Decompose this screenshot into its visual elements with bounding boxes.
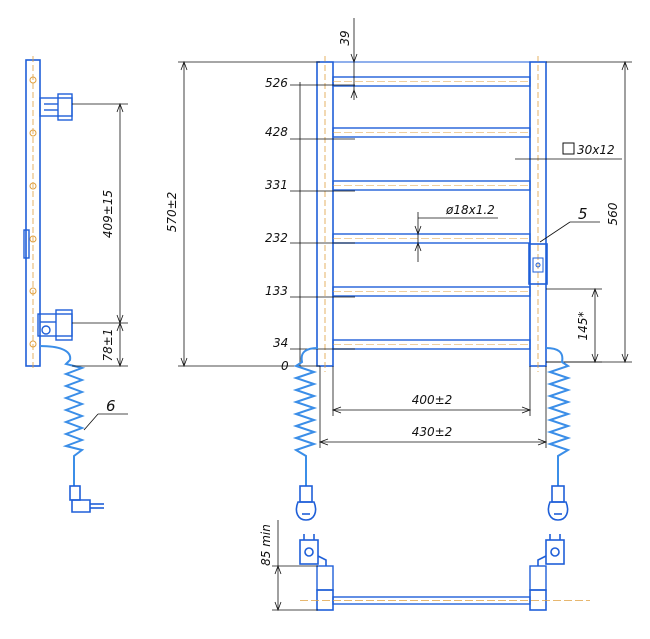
bottom-right-riser (529, 565, 547, 591)
level-label-232: 232 (265, 231, 288, 245)
side-view: 409±15 78±1 6 (23, 56, 128, 513)
overall-height-label: 570±2 (165, 192, 179, 233)
bottom-left-riser (316, 565, 334, 591)
side-thermostat-clip (23, 229, 30, 259)
cable-callout-leader (83, 413, 99, 431)
thermostat-height-dimension (546, 287, 602, 364)
overall-height-dimension (178, 60, 320, 368)
level-label-133: 133 (265, 284, 288, 298)
bottom-right-plug (537, 534, 565, 566)
level-label-428: 428 (265, 125, 288, 139)
bar-level-lines (290, 82, 355, 367)
bar-level-labels: 526 428 331 232 133 34 0 (265, 76, 289, 373)
side-cable-spiral (39, 345, 86, 486)
bar-diameter-label: ø18x1.2 (445, 203, 495, 217)
cable-callout-number: 6 (106, 397, 116, 415)
upper-wall-bracket (39, 93, 73, 121)
plug-height-label: 85 min (259, 524, 273, 566)
bottom-right-collector-end (529, 589, 547, 611)
right-cable-spiral (545, 347, 572, 486)
inner-width-label: 400±2 (412, 393, 453, 407)
side-bottom-mount-label: 78±1 (101, 329, 115, 362)
right-plug (547, 485, 569, 521)
bottom-left-collector-end (316, 589, 334, 611)
lower-wall-bracket (37, 309, 73, 341)
width-dimensions (318, 366, 548, 448)
thermostat-callout-number: 5 (578, 205, 588, 223)
thermostat-height-label: 145* (576, 312, 590, 341)
plug-height-dimension (272, 520, 318, 612)
side-dimension-lines (72, 102, 128, 368)
bar-axes (333, 81, 530, 345)
level-label-34: 34 (273, 336, 288, 350)
top-gap-label: 39 (338, 30, 352, 45)
outer-width-label: 430±2 (412, 425, 453, 439)
side-bar-ends (29, 76, 37, 348)
level-label-526: 526 (265, 76, 288, 90)
side-mount-spacing-label: 409±15 (101, 190, 115, 238)
thermostat-knob (535, 262, 541, 268)
front-view: 526 428 331 232 133 34 0 39 570±2 (165, 18, 632, 521)
pipe-section-label: 30x12 (577, 143, 615, 157)
thermostat-window (532, 257, 544, 273)
bottom-left-plug (299, 534, 327, 566)
cross-bars (332, 76, 531, 350)
bar-diameter-dimension (414, 212, 498, 262)
bottom-view: 85 min (259, 520, 590, 612)
left-cable-spiral (292, 347, 319, 486)
level-label-331: 331 (265, 178, 288, 192)
side-plug (69, 485, 104, 513)
thermostat-callout-leader (539, 221, 571, 243)
top-gap-dimension (350, 18, 358, 100)
collector-height-label: 560 (606, 202, 620, 225)
left-plug (295, 485, 317, 521)
thermostat-body (528, 243, 548, 285)
square-section-icon (562, 142, 575, 155)
